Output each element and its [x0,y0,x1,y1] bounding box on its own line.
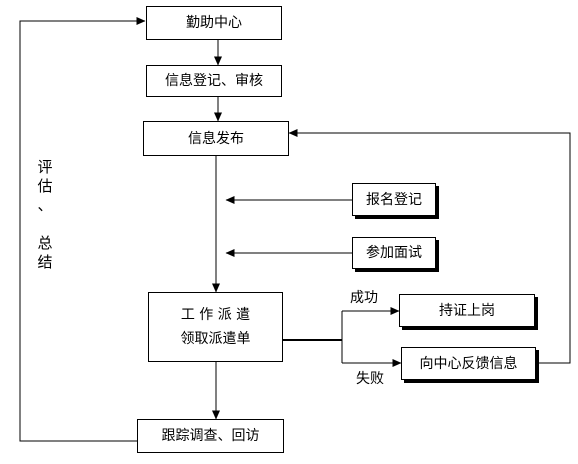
side-label-evaluate-summarize: 评 估 、 总 结 [36,160,54,274]
node-dispatch-line1: 工 作 派 遣 [180,307,251,323]
node-feedback: 向中心反馈信息 [401,347,536,380]
node-start-work: 持证上岗 [399,294,535,327]
side-label-char: 总 [37,234,53,252]
arrow-feedback-to-publish [288,129,571,364]
side-label-char: 结 [37,253,53,271]
side-label-char: 估 [37,177,53,195]
node-publish: 信息发布 [143,121,289,156]
node-dispatch-line2: 领取派遣单 [180,331,251,347]
node-dispatch: 工 作 派 遣 领取派遣单 [148,292,283,362]
edge-label-success: 成功 [350,290,378,306]
node-register-review: 信息登记、审核 [146,65,282,97]
node-center: 勤助中心 [146,6,282,40]
edge-label-failure: 失败 [356,371,384,387]
arrow-followup-to-center [19,17,146,442]
node-interview: 参加面试 [352,237,436,269]
side-label-char: 、 [37,196,53,214]
node-followup: 跟踪调查、回访 [137,419,284,453]
side-label-char: 评 [37,158,53,176]
node-signup: 报名登记 [352,183,436,216]
